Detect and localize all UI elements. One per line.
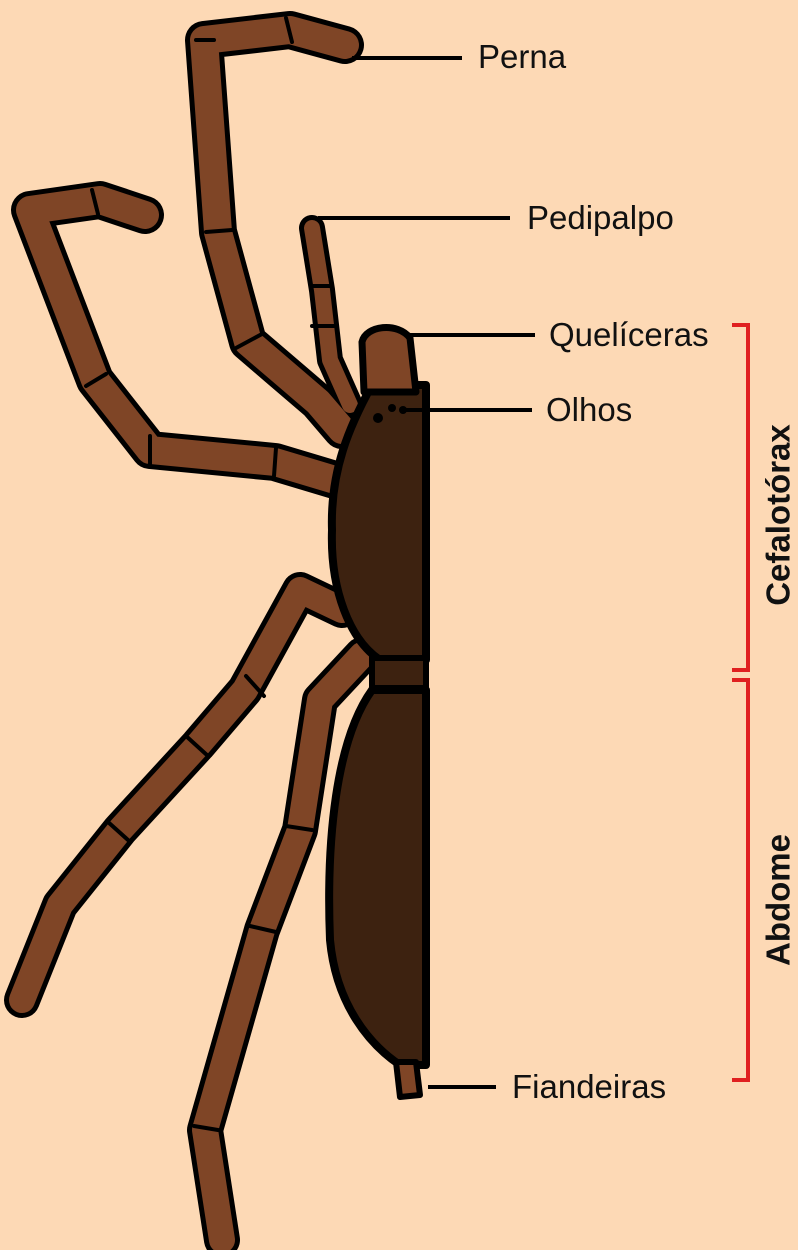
abdomen-shape: [329, 690, 426, 1065]
region-brackets: [732, 325, 748, 1080]
label-pedipalpo: Pedipalpo: [527, 201, 674, 234]
eye: [388, 404, 396, 412]
spider-body: [329, 327, 426, 1097]
chelicerae-shape: [362, 327, 416, 392]
label-perna: Perna: [478, 40, 566, 73]
label-fiandeiras: Fiandeiras: [512, 1070, 666, 1103]
spinnerets-shape: [396, 1062, 420, 1097]
label-cefalotorax: Cefalotórax: [762, 424, 795, 606]
abdome-bracket: [732, 680, 748, 1080]
label-olhos: Olhos: [546, 393, 632, 426]
label-abdome: Abdome: [762, 834, 795, 966]
pedicel: [372, 658, 426, 688]
legs: [22, 30, 362, 1240]
label-queliceras: Quelíceras: [549, 318, 709, 351]
cefalotorax-bracket: [732, 325, 748, 670]
eye: [373, 413, 383, 423]
